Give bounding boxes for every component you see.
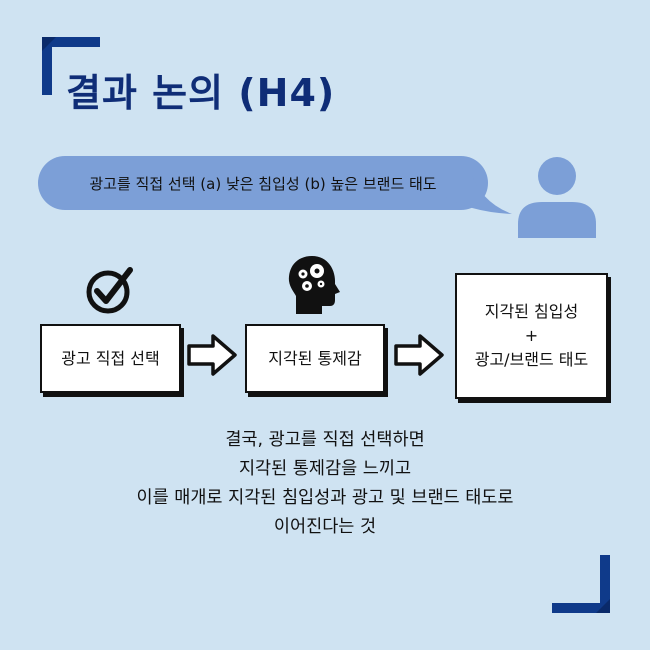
conclusion-line: 결국, 광고를 직접 선택하면 (225, 430, 425, 450)
flow-step-label: 지각된 통제감 (268, 348, 362, 368)
speech-bubble-tail (440, 170, 512, 214)
right-arrow-icon (187, 334, 237, 376)
speech-bubble (38, 156, 488, 210)
plus-sign: + (524, 326, 539, 345)
corner-bracket-top-left-icon (42, 37, 100, 95)
corner-bracket-bottom-right-icon (552, 555, 610, 613)
flow-step-label: 지각된 침입성 (484, 302, 579, 321)
conclusion-line: 이어진다는 것 (273, 517, 377, 537)
question-text: 광고를 직접 선택 (a) 낮은 침입성 (b) 높은 브랜드 태도 (89, 174, 437, 193)
conclusion-line: 이를 매개로 지각된 침입성과 광고 및 브랜드 태도로 (136, 488, 514, 508)
flow-step-outcomes: 지각된 침입성 + 광고/브랜드 태도 (455, 273, 608, 399)
conclusion-line: 지각된 통제감을 느끼고 (238, 459, 412, 479)
flow-step-ad-selection: 광고 직접 선택 (40, 324, 181, 393)
page-title: 결과 논의 (H4) (66, 71, 336, 115)
user-icon (518, 157, 596, 238)
head-gears-icon (288, 256, 340, 314)
conclusion-text: 결국, 광고를 직접 선택하면 지각된 통제감을 느끼고 이를 매개로 지각된 … (0, 426, 650, 542)
flow-step-label: 광고 직접 선택 (61, 348, 160, 368)
right-arrow-icon (394, 334, 444, 376)
flow-step-perceived-control: 지각된 통제감 (245, 324, 385, 393)
flow-step-label: 광고/브랜드 태도 (474, 350, 589, 369)
checkmark-circle-icon (86, 267, 133, 314)
